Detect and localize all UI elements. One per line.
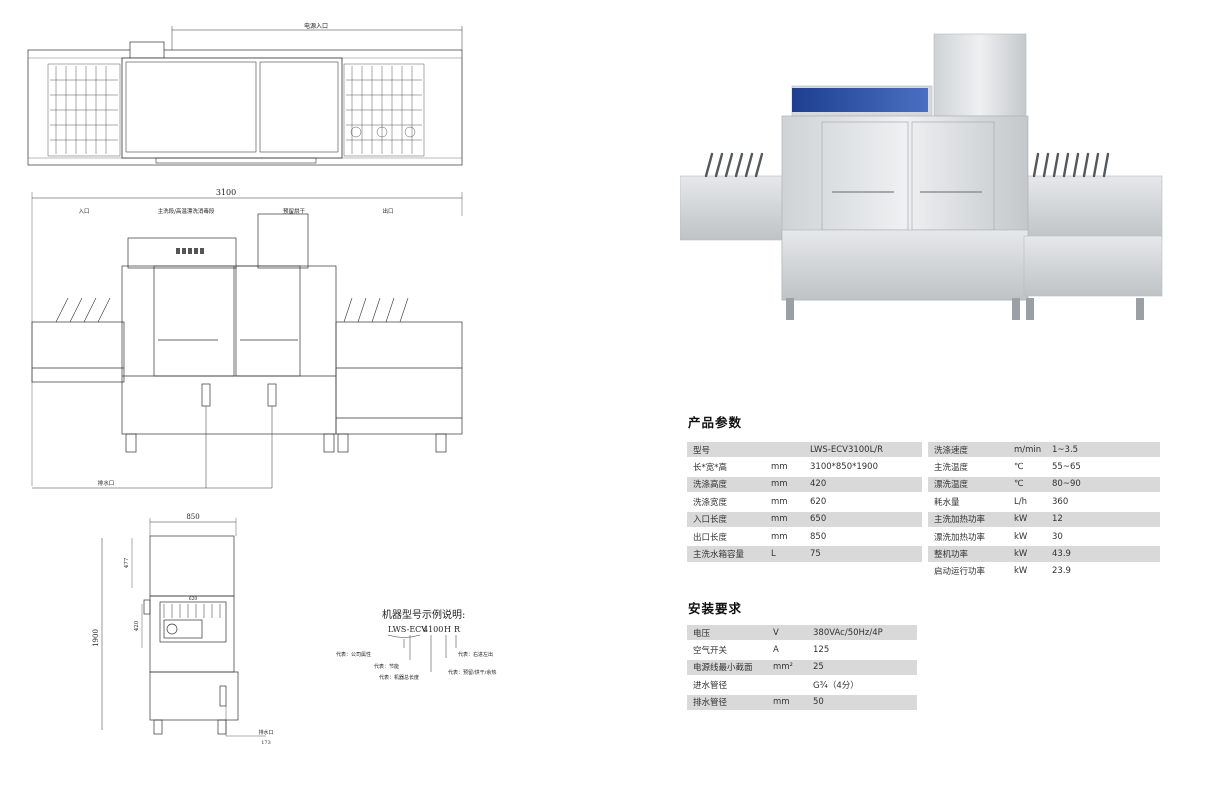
- side-drain-label: 排水口: [258, 729, 273, 736]
- note-length: 代表：机器总长度: [379, 674, 419, 681]
- side-inner-width-dim: 620: [189, 596, 198, 602]
- note-dry: 代表：预留/烘干/余热: [448, 669, 496, 676]
- inlet-label: 入口: [78, 208, 89, 215]
- main-section-label: 主洗段/高温漂洗消毒段: [158, 207, 215, 215]
- model-legend-title: 机器型号示例说明:: [382, 608, 465, 621]
- params-title: 产品参数: [688, 415, 743, 430]
- side-view-drawing: 850 1900 477 420 620 排水口 173: [92, 513, 274, 746]
- side-width-dim: 850: [186, 513, 199, 521]
- drain-label: 排水口: [98, 479, 115, 487]
- model-code-h: H: [444, 625, 451, 634]
- note-company: 代表：公司属性: [336, 651, 371, 658]
- power-inlet-label: 电源入口: [304, 22, 328, 30]
- model-code-prefix: LWS-ECV: [388, 625, 427, 634]
- product-photo: [680, 33, 1163, 320]
- side-inner-dim: 420: [134, 620, 140, 631]
- overall-length-dim: 3100: [216, 188, 236, 197]
- note-direction: 代表：右进左出: [458, 651, 493, 658]
- install-title: 安装要求: [688, 601, 743, 616]
- side-drain-dim: 173: [261, 740, 271, 746]
- model-code-length: 4100: [423, 625, 443, 634]
- side-top-dim: 477: [124, 557, 130, 568]
- model-code-legend: 机器型号示例说明: LWS-ECV 4100 H R 代表：公司属性 代表：节能…: [336, 608, 496, 681]
- model-code-r: R: [454, 625, 461, 634]
- dryer-label: 预留烘干: [283, 207, 306, 215]
- top-view-drawing: 电源入口: [27, 22, 463, 166]
- side-height-dim: 1900: [92, 629, 100, 647]
- note-energy: 代表：节能: [374, 663, 399, 670]
- front-view-drawing: 3100 入口 主洗段/高温漂洗消毒段 预留烘干 出口 排水口: [31, 188, 463, 489]
- outlet-label: 出口: [382, 207, 393, 215]
